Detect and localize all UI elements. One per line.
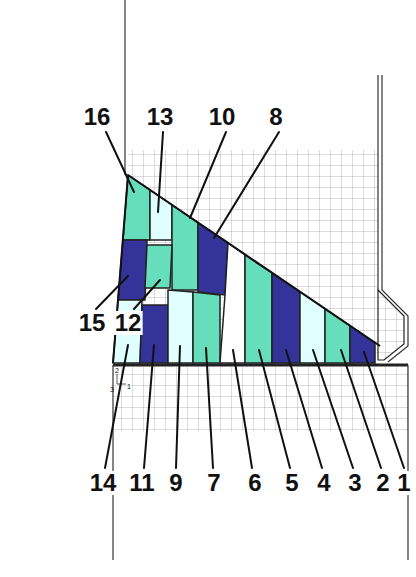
axis-label: 2	[114, 367, 120, 374]
callout-number: 2	[375, 471, 390, 495]
callout-number: 1	[396, 471, 411, 495]
callout-number: 4	[316, 471, 331, 495]
axis-label: 1	[126, 383, 132, 390]
plate-edge	[112, 365, 113, 560]
axis-label: 3	[109, 386, 115, 393]
weld-elements	[113, 175, 375, 363]
callout-number: 10	[208, 105, 237, 129]
mesh	[378, 290, 404, 360]
element	[220, 243, 245, 363]
plate-edge	[407, 365, 408, 560]
plate-edge	[377, 75, 378, 290]
element	[245, 255, 272, 363]
callout-number: 6	[247, 471, 262, 495]
callout-number: 16	[83, 105, 112, 129]
callout-number: 8	[268, 105, 283, 129]
weld-boundary	[128, 175, 380, 346]
element	[300, 292, 325, 363]
callout-number: 5	[284, 471, 299, 495]
element	[172, 205, 198, 290]
callout-number: 15	[78, 311, 107, 335]
plate-edge	[124, 0, 125, 175]
callout-number: 14	[89, 471, 118, 495]
callout-number: 11	[128, 471, 155, 495]
callout-number: 3	[347, 471, 362, 495]
callout-number: 7	[206, 471, 221, 495]
plate-edge	[113, 364, 408, 367]
element	[350, 326, 375, 363]
mesh	[125, 150, 378, 364]
plate-edge	[382, 75, 408, 362]
callout-number: 9	[168, 471, 183, 495]
callout-number: 12	[114, 311, 143, 335]
leader-lines	[96, 132, 404, 468]
callout-number: 13	[146, 105, 175, 129]
mesh	[113, 367, 408, 431]
